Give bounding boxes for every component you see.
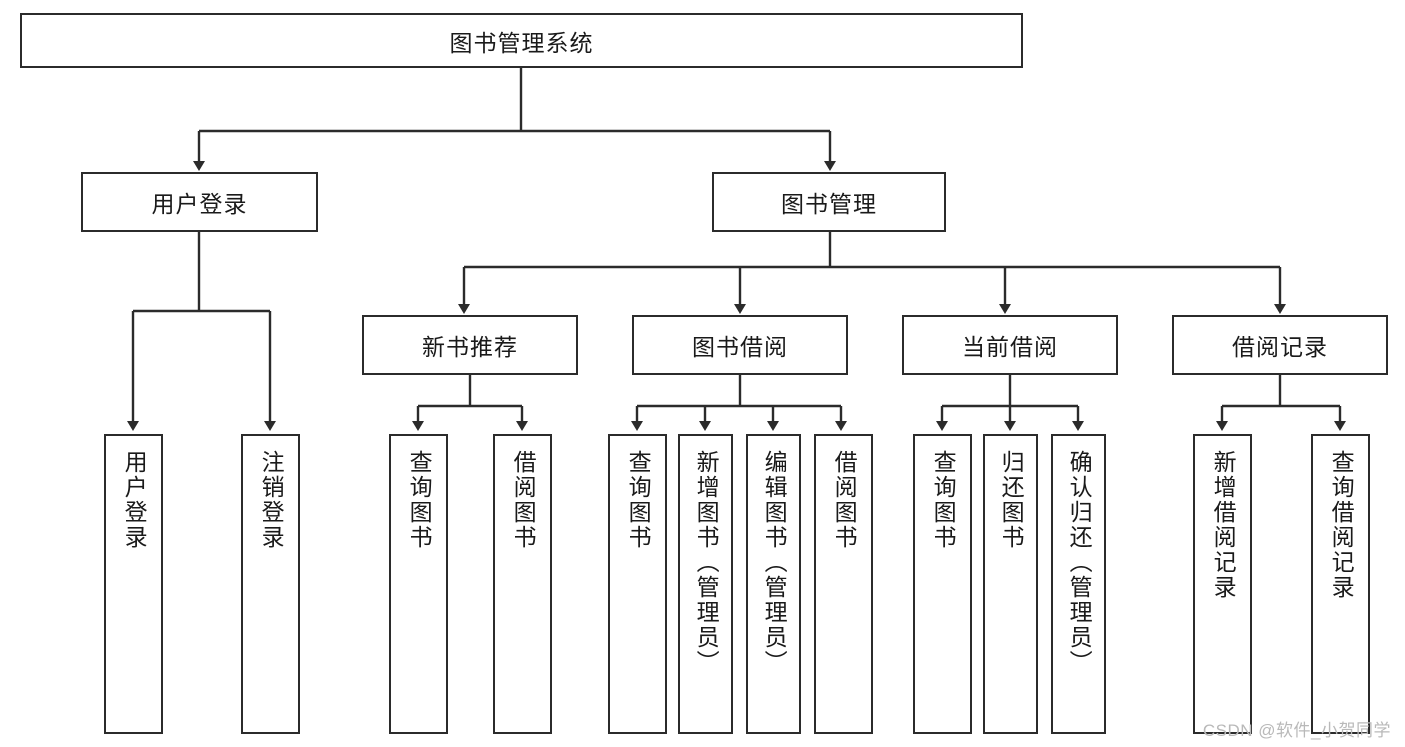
node-current-borrow-label: 当前借阅 xyxy=(962,334,1058,360)
node-leaf-borrow-book-2-label: 借阅图书 xyxy=(831,450,858,550)
node-leaf-add-book-label: 新增图书（管理员） xyxy=(693,450,720,675)
node-leaf-borrow-book-1[interactable]: 借阅图书 xyxy=(493,434,552,734)
node-leaf-query-book-1-label: 查询图书 xyxy=(406,450,433,550)
node-leaf-logout[interactable]: 注销登录 xyxy=(241,434,300,734)
node-leaf-query-record-label: 查询借阅记录 xyxy=(1328,450,1355,600)
node-leaf-add-record-label: 新增借阅记录 xyxy=(1210,450,1237,600)
node-leaf-confirm-return[interactable]: 确认归还（管理员） xyxy=(1051,434,1106,734)
node-new-book-recommend[interactable]: 新书推荐 xyxy=(362,315,578,375)
node-leaf-add-record[interactable]: 新增借阅记录 xyxy=(1193,434,1252,734)
node-book-borrow-label: 图书借阅 xyxy=(692,334,788,360)
node-leaf-return-book-label: 归还图书 xyxy=(998,450,1025,550)
node-leaf-query-record[interactable]: 查询借阅记录 xyxy=(1311,434,1370,734)
node-leaf-user-login[interactable]: 用户登录 xyxy=(104,434,163,734)
node-new-book-recommend-label: 新书推荐 xyxy=(422,334,518,360)
node-borrow-record-label: 借阅记录 xyxy=(1232,334,1328,360)
node-leaf-query-book-3-label: 查询图书 xyxy=(930,450,957,550)
node-user-login-label: 用户登录 xyxy=(151,191,248,217)
node-book-manage-label: 图书管理 xyxy=(781,191,877,217)
csdn-watermark: CSDN @软件_小贺同学 xyxy=(1202,721,1391,740)
node-book-borrow[interactable]: 图书借阅 xyxy=(632,315,848,375)
node-leaf-user-login-label: 用户登录 xyxy=(121,450,148,550)
node-leaf-borrow-book-1-label: 借阅图书 xyxy=(510,450,537,550)
node-leaf-query-book-1[interactable]: 查询图书 xyxy=(389,434,448,734)
node-leaf-logout-label: 注销登录 xyxy=(258,450,285,550)
node-current-borrow[interactable]: 当前借阅 xyxy=(902,315,1118,375)
node-leaf-add-book[interactable]: 新增图书（管理员） xyxy=(678,434,733,734)
node-user-login[interactable]: 用户登录 xyxy=(81,172,318,232)
node-root-label: 图书管理系统 xyxy=(449,29,594,56)
node-leaf-confirm-return-label: 确认归还（管理员） xyxy=(1066,450,1093,675)
node-borrow-record[interactable]: 借阅记录 xyxy=(1172,315,1388,375)
node-book-manage[interactable]: 图书管理 xyxy=(712,172,946,232)
node-leaf-edit-book[interactable]: 编辑图书（管理员） xyxy=(746,434,801,734)
node-leaf-query-book-3[interactable]: 查询图书 xyxy=(913,434,972,734)
node-leaf-edit-book-label: 编辑图书（管理员） xyxy=(761,450,788,675)
node-leaf-query-book-2[interactable]: 查询图书 xyxy=(608,434,667,734)
node-leaf-query-book-2-label: 查询图书 xyxy=(625,450,652,550)
node-leaf-return-book[interactable]: 归还图书 xyxy=(983,434,1038,734)
node-leaf-borrow-book-2[interactable]: 借阅图书 xyxy=(814,434,873,734)
node-root[interactable]: 图书管理系统 xyxy=(20,13,1023,68)
